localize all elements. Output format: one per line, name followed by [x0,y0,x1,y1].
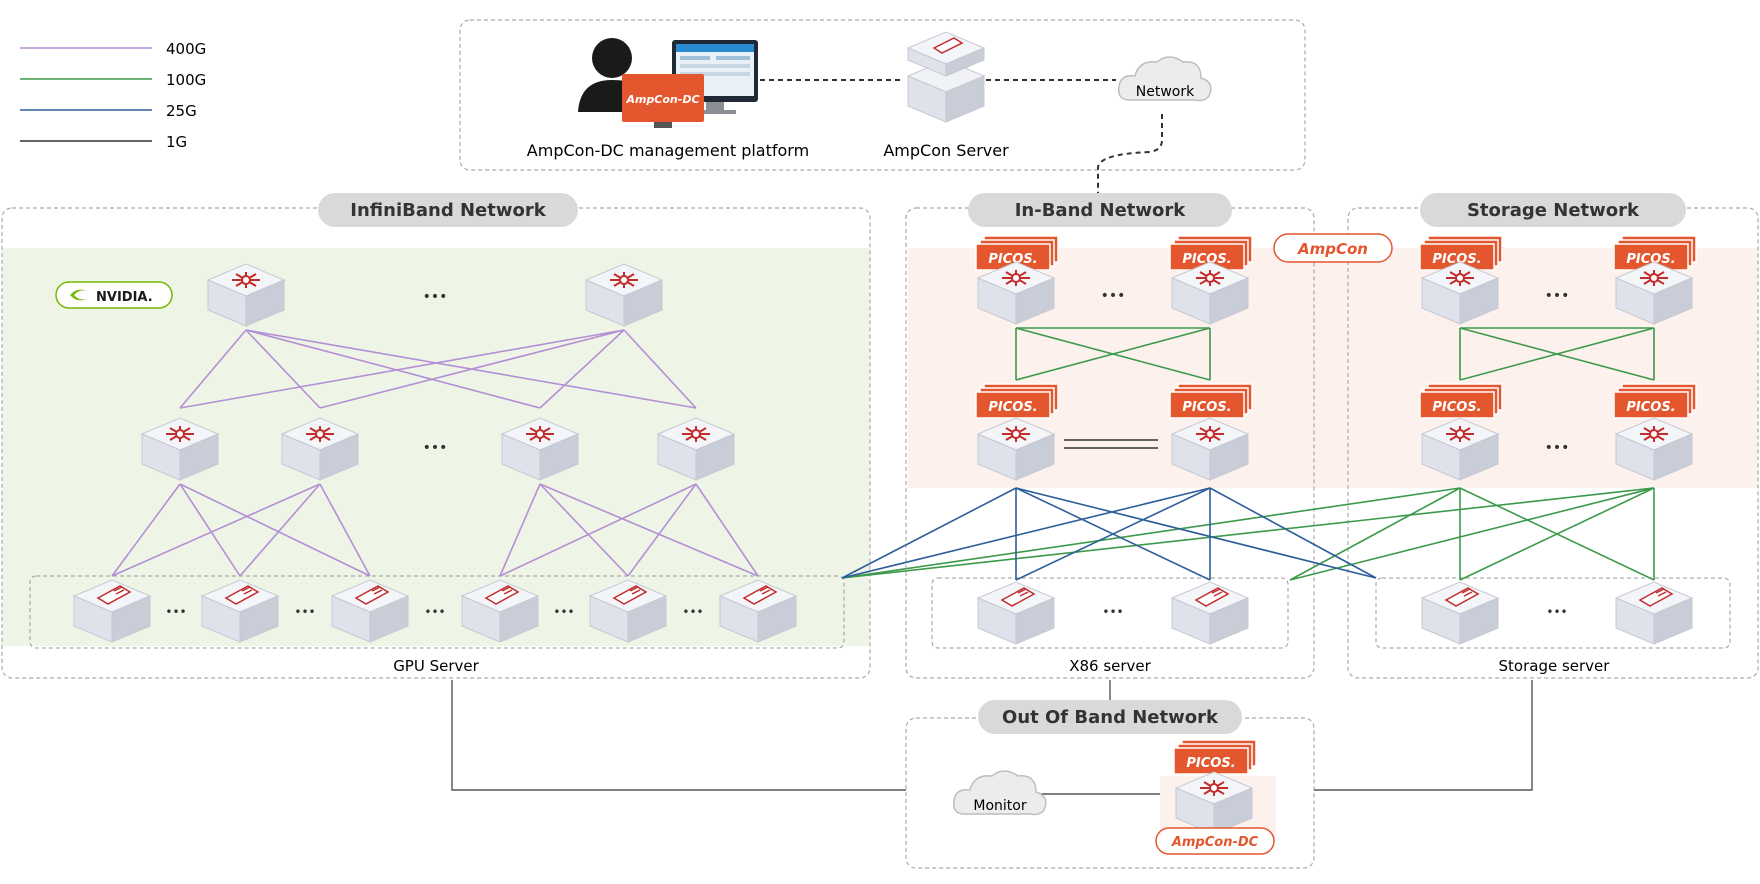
gpu-server-label: GPU Server [393,657,479,675]
picos-badge: PICOS. [975,235,1059,271]
x86-ellipsis: ••• [1102,605,1123,619]
screen-logo-text: AmpCon-DC [625,93,699,106]
network-cloud-label: Network [1136,84,1195,100]
gpu-ellipsis-1: ••• [165,605,186,619]
management-monitor-icon [672,40,758,114]
x86-server-2 [1171,581,1249,645]
inband-title-pill [968,193,1232,227]
picos-badge: PICOS. [1419,383,1503,419]
ampcon-logo: AmpCon [1273,233,1393,263]
x86-server-1 [977,581,1055,645]
storage-title: Storage Network [1467,200,1640,221]
picos-badge-text: PICOS. [1626,400,1675,415]
platform-label: AmpCon-DC management platform [527,141,809,160]
links-1g [451,680,1533,795]
ib-spine-ellipsis: ••• [423,289,448,305]
oob-section [905,717,1315,869]
gpu-ellipsis-5: ••• [682,605,703,619]
picos-badge: PICOS. [1169,235,1253,271]
oob-title-pill [978,700,1242,734]
gpu-ellipsis-3: ••• [424,605,445,619]
picos-badge: PICOS. [1419,235,1503,271]
oob-title: Out Of Band Network [1002,707,1219,728]
storage-ellipsis: ••• [1546,605,1567,619]
link-network-inband [1097,114,1163,200]
picos-badge: PICOS. [1173,739,1257,775]
inband-spine-ellipsis: ••• [1101,288,1126,304]
picos-badge-text: PICOS. [1186,756,1235,771]
x86-server-group [931,577,1289,649]
storage-server-label: Storage server [1499,657,1611,675]
picos-badge-text: PICOS. [1432,252,1481,267]
picos-badge: PICOS. [1169,383,1253,419]
ampcon-logo-text: AmpCon [1297,240,1368,258]
picos-badge-text: PICOS. [988,400,1037,415]
legend-label-25g: 25G [166,102,197,120]
legend-label-100g: 100G [166,71,206,89]
gpu-ellipsis-4: ••• [553,605,574,619]
gpu-ellipsis-2: ••• [294,605,315,619]
ampcon-dc-screen: AmpCon-DC [622,74,704,128]
storage-title-pill [1420,193,1686,227]
ampcon-server-icon [906,31,986,123]
ib-leaf-ellipsis: ••• [423,440,448,456]
picos-badge-text: PICOS. [988,252,1037,267]
picos-badge: PICOS. [1613,383,1697,419]
management-group [459,19,1306,171]
ampcon-server-label: AmpCon Server [883,141,1009,160]
storage-server-group [1375,577,1731,649]
monitor-label: Monitor [973,798,1026,814]
legend: 400G 100G 25G 1G [20,40,206,151]
x86-server-label: X86 server [1069,657,1151,675]
legend-label-400g: 400G [166,40,206,58]
picos-badge-text: PICOS. [1182,252,1231,267]
picos-badge-text: PICOS. [1182,400,1231,415]
picos-badge-text: PICOS. [1432,400,1481,415]
picos-badge-text: PICOS. [1626,252,1675,267]
ampcon-dc-logo: AmpCon-DC [1155,827,1275,855]
nvidia-logo: NVIDIA. [55,281,173,309]
inband-title: In-Band Network [1015,200,1187,221]
links-25g [841,487,1377,581]
picos-badge: PICOS. [975,383,1059,419]
nvidia-logo-text: NVIDIA. [96,290,153,305]
storage-section [1347,207,1759,679]
infiniband-title: InfiniBand Network [350,200,546,221]
storage-server-1 [1421,581,1499,645]
storage-server-2 [1615,581,1693,645]
legend-label-1g: 1G [166,133,187,151]
ampcon-dc-logo-text: AmpCon-DC [1171,835,1259,850]
storage-leaf-ellipsis: ••• [1545,440,1570,456]
gpu-server-group [29,575,845,649]
links-400g [111,329,759,577]
infiniband-title-pill [318,193,578,227]
storage-spine-ellipsis: ••• [1545,288,1570,304]
